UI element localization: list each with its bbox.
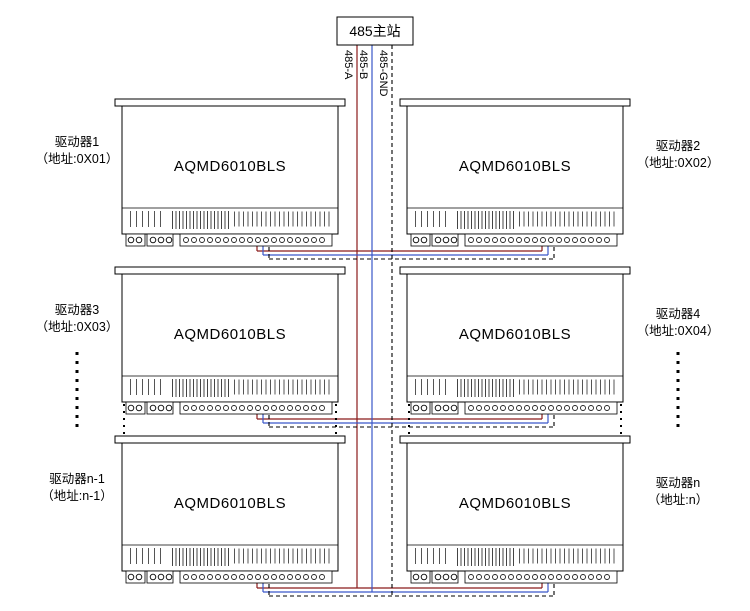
driver-model-label: AQMD6010BLS	[174, 158, 286, 175]
driver-name-label: 驱动器4	[656, 307, 701, 321]
driver-side-labels: 驱动器1 （地址:0X01） 驱动器2 （地址:0X02） 驱动器3 （地址:0…	[36, 135, 720, 507]
driver-model-label: AQMD6010BLS	[459, 158, 571, 175]
bus-gnd-label: 485-GND	[377, 50, 389, 97]
driver-address-label: （地址:0X03）	[36, 320, 119, 334]
driver-name-label: 驱动器n	[656, 476, 701, 490]
driver-address-label: （地址:0X02）	[637, 156, 720, 170]
driver-model-label: AQMD6010BLS	[174, 495, 286, 512]
master-station: 485主站	[336, 16, 414, 46]
driver-name-label: 驱动器n-1	[49, 472, 105, 486]
bus-b-label: 485-B	[357, 50, 369, 79]
driver-model-label: AQMD6010BLS	[459, 326, 571, 343]
bus-a-label: 485-A	[342, 50, 354, 80]
driver-name-label: 驱动器1	[55, 135, 100, 149]
continuation-dots	[75, 352, 680, 434]
driver-name-label: 驱动器3	[55, 303, 100, 317]
master-station-label: 485主站	[349, 23, 400, 39]
driver-address-label: （地址:n-1）	[41, 489, 113, 503]
driver-address-label: （地址:n）	[648, 493, 708, 507]
driver-model-label: AQMD6010BLS	[174, 326, 286, 343]
driver-name-label: 驱动器2	[656, 139, 701, 153]
driver-model-label: AQMD6010BLS	[459, 495, 571, 512]
master-station-box	[336, 16, 414, 46]
driver-address-label: （地址:0X04）	[637, 324, 720, 338]
driver-address-label: （地址:0X01）	[36, 152, 119, 166]
